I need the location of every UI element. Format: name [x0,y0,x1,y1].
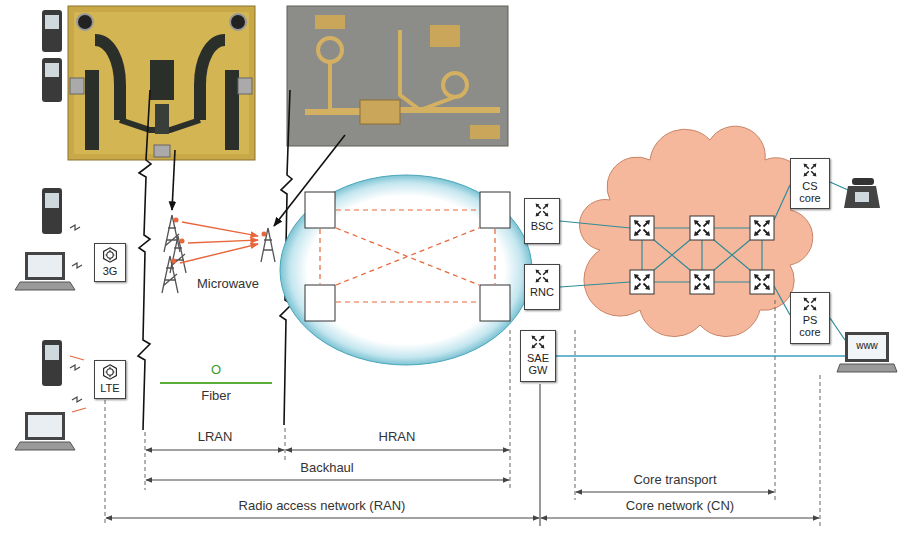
base-station-icon [102,247,118,263]
node-label: RNC [530,286,554,298]
hran-ring [280,175,532,365]
microwave-links [180,222,258,263]
span-label: LRAN [198,430,233,445]
span-label: Core network (CN) [626,499,734,514]
core-cloud [580,126,813,336]
node-label: LTE [100,382,119,394]
controller-box: RNC [524,264,560,310]
ran-cn-divider [539,384,540,526]
end-devices [837,178,897,372]
node-label: SAE GW [523,352,553,376]
node-label: 3G [103,265,118,277]
antenna-dots [172,218,267,264]
extension-lines [105,300,820,526]
core-box: CS core [790,158,830,209]
core-routers [630,216,774,294]
fiber-line [160,382,272,384]
sae-internet-line [556,355,845,357]
microwave-towers [162,215,275,293]
chip-photo [287,6,508,146]
base-station-box: LTE [94,360,126,399]
core-box: PS core [790,292,830,344]
node-label: PS core [793,314,827,338]
link-label: Fiber [201,389,231,404]
dimension-arrows [106,450,819,518]
boundary-zigzag [138,90,151,430]
hran-switches [305,192,510,321]
router-icon [534,202,550,218]
hran-links [320,210,495,302]
base-station-icon [102,364,118,380]
base-station-box: 3G [94,243,126,282]
node-label: BSC [531,220,554,232]
router-icon [802,162,818,178]
span-label: Backhaul [300,461,353,476]
user-devices [15,10,86,450]
span-label: Radio access network (RAN) [239,499,406,514]
pcb-photo [68,6,255,160]
router-icon [530,334,546,350]
span-label: Core transport [633,473,716,488]
node-label: CS core [793,180,827,204]
gateway-box: SAE GW [520,330,556,382]
screen-text: www [856,340,878,352]
span-label: HRAN [379,430,416,445]
controller-box: BSC [524,198,560,244]
leader-line [172,150,175,210]
link-label: O [211,363,221,378]
link-label: Microwave [195,277,261,292]
router-icon [802,296,818,312]
router-icon [534,268,550,284]
core-links [560,185,790,315]
